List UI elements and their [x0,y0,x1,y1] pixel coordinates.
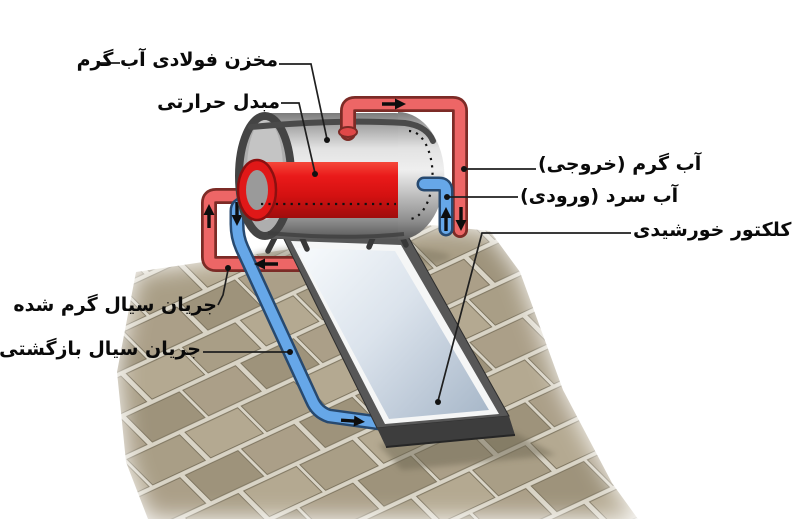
label-hot-water-out: آب گرم (خروجی) [538,153,702,175]
collector-glass [297,248,489,419]
collector-panel [280,232,516,448]
collector-depth-face [377,416,515,447]
label-heated-flow: جریان سیال گرم شده [13,294,217,316]
pipe-fitting [338,126,358,138]
storage-tank [235,112,445,240]
leader-heat-exchanger [281,102,316,174]
tank-top-seam [248,118,436,144]
hot-pipe-left-loop [201,188,331,272]
leader-dots [225,137,467,405]
label-cold-water-in: آب سرد (ورودی) [520,185,679,207]
label-tank: مخزن فولادی آب گرم [76,49,278,71]
label-cold-return: جریان سیال بازگشتی سرد [0,338,201,360]
leader-lines [98,62,631,402]
label-solar-collector: کلکتور خورشیدی [633,219,792,241]
leader-heated-flow [217,269,229,306]
cold-pipe-inlet [416,176,454,237]
tank-right-cap [398,112,445,240]
leader-tank [279,63,328,140]
heat-exchanger-cylinder [256,162,398,218]
tank-bottom-seam [267,231,405,239]
leader-collector [437,232,631,402]
tank-weld-dots-end [408,129,434,221]
label-heat-exchanger: مبدل حرارتی [157,91,280,113]
